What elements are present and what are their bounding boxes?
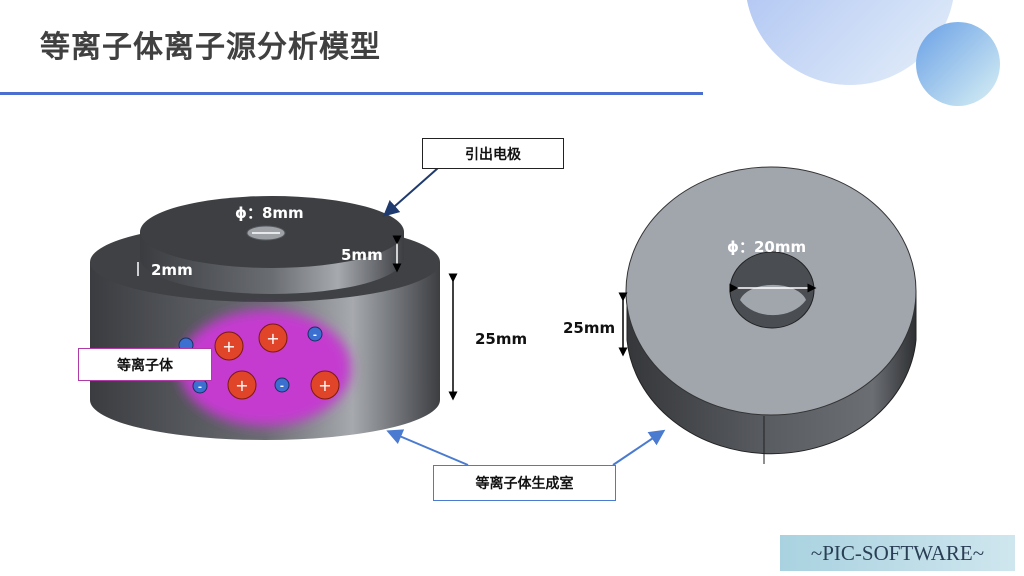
extraction-electrode (140, 196, 404, 294)
positive-sign: + (318, 376, 331, 395)
positive-ion (258, 323, 288, 353)
negative-sign: - (198, 382, 202, 393)
negative-ion (307, 326, 323, 342)
label-hole-20mm: ϕ：20mm (727, 238, 807, 256)
page-title: 等离子体离子源分析模型 (40, 30, 381, 65)
positive-sign: + (222, 337, 235, 356)
label-hole-8mm: ϕ：8mm (235, 204, 304, 222)
chamber-callout-arrow-left (386, 429, 469, 466)
negative-sign: - (313, 330, 317, 341)
positive-sign: + (266, 329, 279, 348)
label-25mm-right: 25mm (563, 319, 616, 337)
watermark: ~PIC-SOFTWARE~ (780, 535, 1015, 571)
negative-sign: - (280, 381, 284, 392)
positive-ion (227, 370, 257, 400)
decor-circle-large (746, 0, 954, 85)
label-5mm: 5mm (341, 246, 383, 264)
label-25mm-left: 25mm (475, 330, 528, 348)
right-chamber (625, 166, 917, 464)
decor-circle-small (916, 22, 1000, 106)
title-divider (0, 92, 703, 95)
label-plasma: 等离子体 (78, 348, 212, 381)
electrode-callout-arrow (383, 167, 439, 217)
label-2mm: 2mm (151, 261, 193, 279)
label-extraction-electrode: 引出电极 (422, 138, 564, 169)
positive-sign: + (235, 376, 248, 395)
chamber-callout-arrow-right (612, 429, 666, 466)
label-plasma-chamber: 等离子体生成室 (433, 465, 616, 501)
positive-ion (310, 370, 340, 400)
negative-ion (274, 377, 290, 393)
positive-ion (214, 331, 244, 361)
